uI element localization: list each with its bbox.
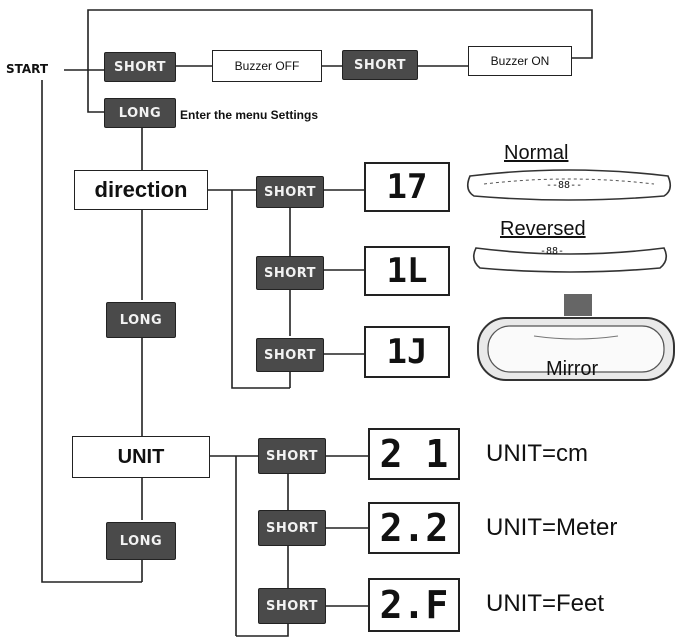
display-code-1l-text: 1L <box>386 251 428 291</box>
mirror-reversed-icon <box>472 247 668 273</box>
display-code-21-text: 2 1 <box>379 432 449 476</box>
display-code-2f-text: 2.F <box>379 583 449 627</box>
menu-settings-label: Enter the menu Settings <box>180 108 319 122</box>
display-code-1j-text: 1J <box>386 332 428 372</box>
buzzer-off-text: Buzzer OFF <box>234 59 300 73</box>
short-button-dir-1[interactable]: SHORT <box>256 176 324 208</box>
short-button-unit-2[interactable]: SHORT <box>258 510 326 546</box>
mirror-normal-label: Normal <box>504 142 569 164</box>
mirror-icon <box>477 294 675 381</box>
short-button-dir-3[interactable]: SHORT <box>256 338 324 372</box>
display-code-1j: 1J <box>364 326 450 378</box>
unit-cm-label: UNIT=cm <box>486 440 588 467</box>
long-button-1[interactable]: LONG <box>104 98 176 128</box>
mirror-reversed-label: Reversed <box>500 218 586 240</box>
short-button-2[interactable]: SHORT <box>342 50 418 80</box>
short-button-1[interactable]: SHORT <box>104 52 176 82</box>
display-code-17: 17 <box>364 162 450 212</box>
mirror-normal-icon <box>466 169 672 201</box>
display-code-17-text: 17 <box>386 167 428 207</box>
display-code-2f: 2.F <box>368 578 460 632</box>
long-button-3[interactable]: LONG <box>106 522 176 560</box>
display-code-1l: 1L <box>364 246 450 296</box>
unit-box-text: UNIT <box>117 445 165 468</box>
display-code-21: 2 1 <box>368 428 460 480</box>
short-button-dir-2[interactable]: SHORT <box>256 256 324 290</box>
direction-text: direction <box>94 177 188 202</box>
buzzer-off-box: Buzzer OFF <box>212 50 322 82</box>
mirror-reversed-display: -88- <box>540 246 565 257</box>
mirror-normal-display: --88-- <box>546 180 583 191</box>
unit-meter-label: UNIT=Meter <box>486 514 618 541</box>
short-button-unit-3[interactable]: SHORT <box>258 588 326 624</box>
long-button-2[interactable]: LONG <box>106 302 176 338</box>
start-label: START <box>6 62 49 76</box>
mirror-mirror-label: Mirror <box>546 358 599 380</box>
direction-box: direction <box>74 170 208 210</box>
unit-box: UNIT <box>72 436 210 478</box>
buzzer-on-text: Buzzer ON <box>490 54 550 68</box>
unit-feet-label: UNIT=Feet <box>486 590 605 617</box>
short-button-unit-1[interactable]: SHORT <box>258 438 326 474</box>
buzzer-on-box: Buzzer ON <box>468 46 572 76</box>
display-code-22: 2.2 <box>368 502 460 554</box>
display-code-22-text: 2.2 <box>379 506 449 550</box>
